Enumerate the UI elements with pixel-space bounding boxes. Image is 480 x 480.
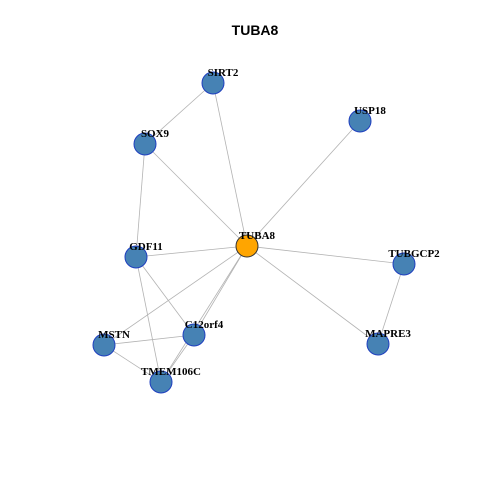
node-tubgcp2 xyxy=(392,252,416,276)
edge-tuba8-sox9 xyxy=(144,143,248,247)
node-label-usp18: USP18 xyxy=(354,105,386,117)
edge-mstn-c12orf4 xyxy=(103,334,195,346)
node-label-gdf11: GDF11 xyxy=(129,241,163,253)
edge-tubgcp2-mapre3 xyxy=(377,263,405,345)
edge-sirt2-sox9 xyxy=(144,82,214,145)
edge-tuba8-mstn xyxy=(103,245,248,346)
node-label-tubgcp2: TUBGCP2 xyxy=(388,248,440,260)
node-sox9 xyxy=(133,132,157,156)
node-label-tuba8: TUBA8 xyxy=(239,230,276,242)
node-layer xyxy=(92,71,416,394)
node-label-sirt2: SIRT2 xyxy=(208,67,239,79)
node-label-mapre3: MAPRE3 xyxy=(365,328,411,340)
edge-layer xyxy=(103,82,405,383)
diagram-title: TUBA8 xyxy=(232,22,279,38)
edge-gdf11-c12orf4 xyxy=(135,256,195,336)
node-mapre3 xyxy=(366,332,390,356)
edge-tuba8-gdf11 xyxy=(135,245,248,258)
edge-tuba8-sirt2 xyxy=(212,82,248,247)
node-sirt2 xyxy=(201,71,225,95)
edge-tuba8-mapre3 xyxy=(246,245,379,345)
edge-tuba8-usp18 xyxy=(246,120,361,247)
node-label-tmem106c: TMEM106C xyxy=(141,366,201,378)
node-usp18 xyxy=(348,109,372,133)
node-tuba8 xyxy=(235,234,259,258)
node-label-mstn: MSTN xyxy=(98,329,130,341)
node-tmem106c xyxy=(149,370,173,394)
edge-tuba8-tubgcp2 xyxy=(246,245,405,265)
node-mstn xyxy=(92,333,116,357)
edge-tuba8-c12orf4 xyxy=(193,245,248,336)
node-c12orf4 xyxy=(182,323,206,347)
node-gdf11 xyxy=(124,245,148,269)
edge-sox9-gdf11 xyxy=(135,143,146,258)
edge-gdf11-tmem106c xyxy=(135,256,162,383)
edge-tuba8-tmem106c xyxy=(160,245,248,383)
node-label-c12orf4: C12orf4 xyxy=(185,319,224,331)
node-label-sox9: SOX9 xyxy=(141,128,170,140)
label-layer: TUBA8 SIRT2USP18SOX9GDF11TUBGCP2C12orf4MS… xyxy=(98,67,440,378)
